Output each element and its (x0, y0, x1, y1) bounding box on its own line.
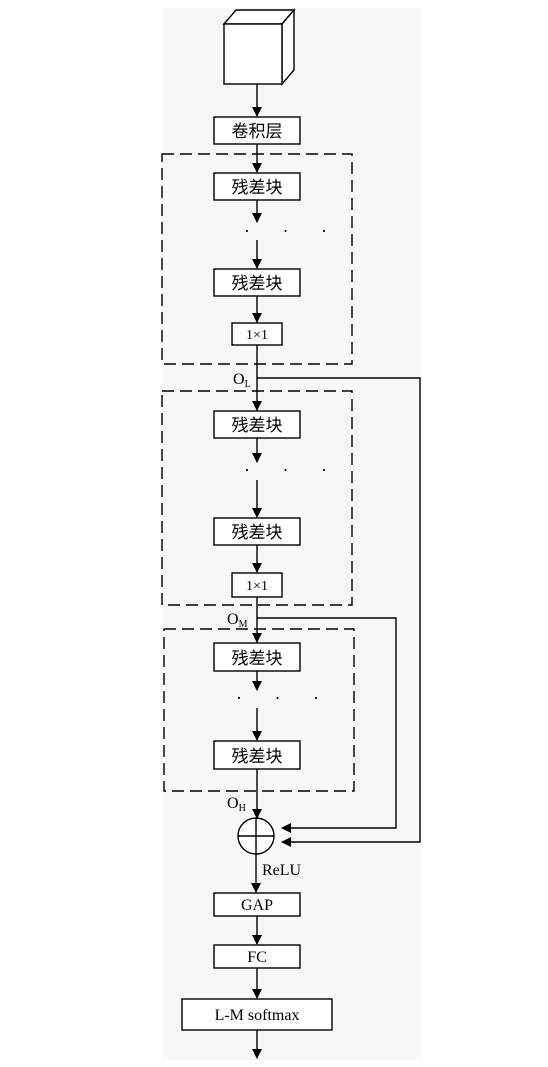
output-low-label: OL (233, 371, 251, 390)
output-high-label: OH (227, 795, 246, 814)
ellipsis-1: · · · (244, 221, 341, 241)
softmax-label: L-M softmax (215, 1007, 300, 1024)
residual-block-3b (213, 740, 301, 770)
fusion-add-icon (237, 817, 275, 855)
residual-block-3b-label: 残差块 (232, 747, 283, 767)
residual-block-2a (213, 410, 301, 439)
residual-block-1b (213, 268, 301, 297)
ellipsis-2: · · · (244, 460, 341, 480)
softmax-box (181, 998, 333, 1031)
skip-connection-mid (257, 617, 397, 833)
relu-label: ReLU (262, 862, 302, 879)
residual-block-2a-label: 残差块 (232, 416, 283, 436)
residual-block-3a (213, 642, 301, 672)
fc-label: FC (247, 949, 267, 966)
conv1x1-label-2: 1×1 (246, 579, 268, 594)
conv1x1-label-1: 1×1 (246, 328, 268, 343)
residual-block-2b-label: 残差块 (232, 523, 283, 543)
residual-block-1b-label: 残差块 (232, 274, 283, 294)
conv-layer-box (213, 116, 301, 145)
residual-block-2b (213, 517, 301, 546)
residual-block-3a-label: 残差块 (232, 649, 283, 669)
residual-block-1a-label: 残差块 (232, 178, 283, 198)
ellipsis-3: · · · (236, 688, 333, 708)
high-level-group (163, 628, 355, 792)
conv1x1-box-2 (231, 572, 283, 598)
mid-level-group (161, 390, 353, 606)
conv-layer-label: 卷积层 (232, 122, 283, 142)
skip-connection-low (257, 377, 421, 847)
gap-label: GAP (241, 897, 273, 914)
input-cube-icon (222, 8, 296, 86)
output-mid-label: OM (227, 611, 248, 630)
